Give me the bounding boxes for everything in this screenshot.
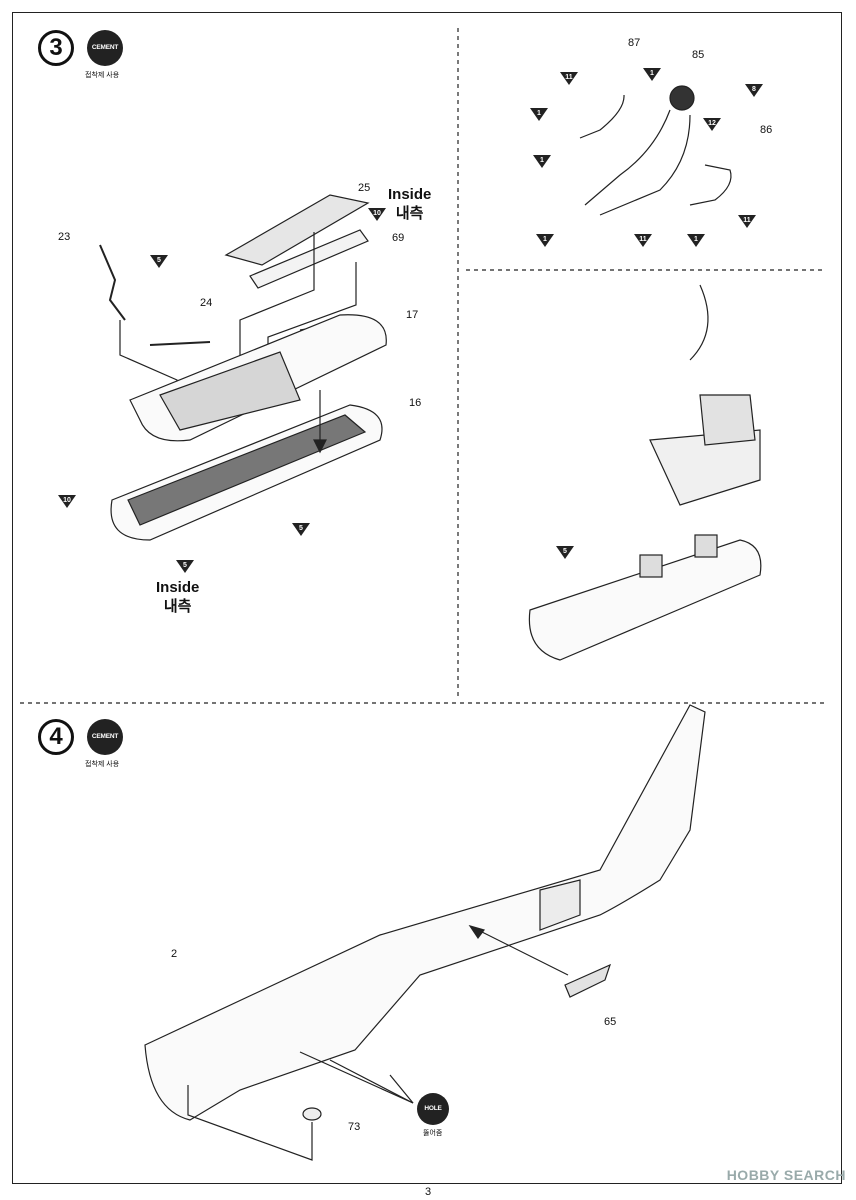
svg-text:11: 11: [743, 217, 751, 224]
part-69: 69: [392, 232, 405, 244]
svg-text:10: 10: [373, 210, 381, 217]
svg-text:8: 8: [752, 86, 756, 93]
part-23: 23: [58, 231, 71, 243]
step-4-number: 4: [38, 719, 74, 755]
svg-text:11: 11: [565, 74, 573, 81]
part-17: 17: [406, 309, 419, 321]
svg-text:5: 5: [563, 548, 567, 555]
svg-text:1: 1: [543, 236, 547, 243]
svg-text:1: 1: [650, 70, 654, 77]
part-86: 86: [760, 124, 773, 136]
cement-caption: 접착제 사용: [85, 761, 120, 768]
cement-icon: CEMENT: [87, 719, 123, 755]
part-25: 25: [358, 182, 371, 194]
svg-text:1: 1: [537, 110, 541, 117]
cement-caption: 접착제 사용: [85, 72, 120, 79]
svg-text:5: 5: [183, 562, 187, 569]
page-number: 3: [424, 1186, 432, 1198]
svg-text:11: 11: [639, 236, 647, 243]
svg-text:5: 5: [299, 525, 303, 532]
part-87: 87: [628, 37, 641, 49]
svg-text:1: 1: [694, 236, 698, 243]
part-73: 73: [348, 1121, 361, 1133]
svg-text:12: 12: [708, 120, 716, 127]
hole-caption: 뚫어줌: [423, 1130, 443, 1137]
svg-text:10: 10: [63, 497, 71, 504]
page-frame: [12, 12, 842, 1184]
svg-text:1: 1: [540, 157, 544, 164]
cement-icon: CEMENT: [87, 30, 123, 66]
part-65: 65: [604, 1016, 617, 1028]
part-85: 85: [692, 49, 705, 61]
part-16: 16: [409, 397, 422, 409]
hole-icon: HOLE: [417, 1093, 449, 1125]
color-5-callout: 5: [157, 257, 161, 264]
step-3-number: 3: [38, 30, 74, 66]
part-2: 2: [171, 948, 178, 960]
watermark: HOBBY SEARCH: [726, 1167, 846, 1183]
part-24: 24: [200, 297, 213, 309]
